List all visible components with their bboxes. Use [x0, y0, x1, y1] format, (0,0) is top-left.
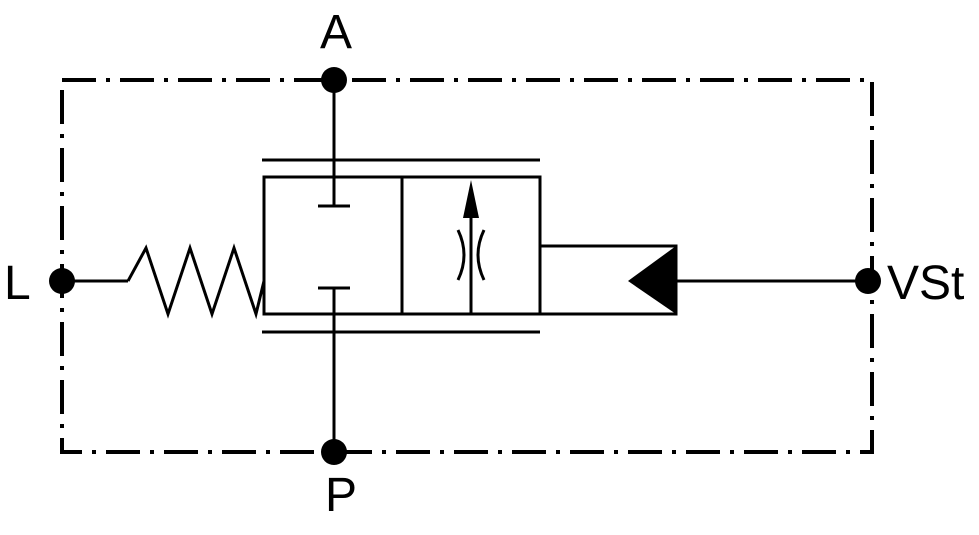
- port-a-label: A: [320, 6, 352, 59]
- port-a-dot: [321, 67, 347, 93]
- throttle-right-arc: [476, 229, 486, 281]
- port-l-label: L: [4, 257, 31, 310]
- pilot-triangle-icon: [628, 246, 676, 314]
- flow-arrow-icon: [463, 180, 479, 218]
- port-l-dot: [49, 268, 75, 294]
- port-vst-label: VSt: [887, 257, 964, 310]
- port-vst-dot: [855, 268, 881, 294]
- throttle-left-arc: [456, 229, 466, 281]
- port-p-dot: [321, 439, 347, 465]
- spring-icon: [126, 243, 266, 320]
- enclosure-boundary: [60, 78, 874, 454]
- port-p-label: P: [325, 469, 357, 522]
